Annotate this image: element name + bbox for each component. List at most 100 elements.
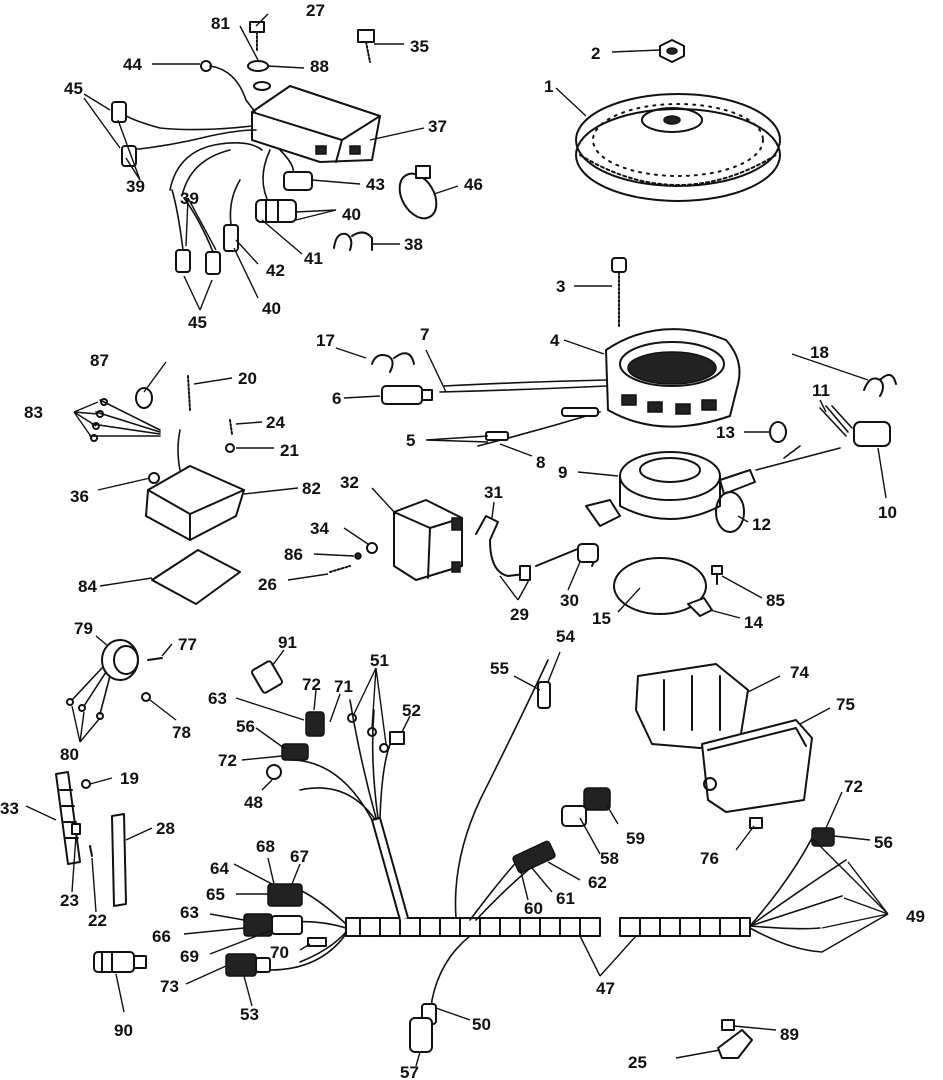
- callout-40-upper: 40: [342, 205, 361, 224]
- connector-59: [583, 787, 611, 811]
- sleeve-28: [111, 813, 127, 907]
- callout-3: 3: [556, 277, 565, 296]
- callout-22: 22: [88, 911, 107, 930]
- callout-7: 7: [420, 325, 429, 344]
- screw-35: [357, 29, 375, 63]
- callout-75: 75: [836, 695, 855, 714]
- callout-66: 66: [152, 927, 171, 946]
- callout-42: 42: [266, 261, 285, 280]
- callout-61: 61: [556, 889, 575, 908]
- callout-67: 67: [290, 847, 309, 866]
- washer-86: [354, 552, 362, 560]
- callout-88: 88: [310, 57, 329, 76]
- callout-56-left: 56: [236, 717, 255, 736]
- callout-39-left: 39: [126, 177, 145, 196]
- power-pack: [251, 85, 381, 163]
- callout-82: 82: [302, 479, 321, 498]
- gasket-84: [151, 549, 241, 605]
- callout-86: 86: [284, 545, 303, 564]
- callout-14: 14: [744, 613, 763, 632]
- callout-55: 55: [490, 659, 509, 678]
- clip-38: [333, 231, 373, 251]
- callout-45-bottom: 45: [188, 313, 207, 332]
- clamp-46: [398, 165, 438, 220]
- callout-43: 43: [366, 175, 385, 194]
- callout-13: 13: [716, 423, 735, 442]
- connector-57: [409, 1017, 433, 1053]
- callout-47: 47: [596, 979, 615, 998]
- callout-79: 79: [74, 619, 93, 638]
- clamp-25: [717, 1029, 753, 1059]
- boot-45a: [111, 101, 127, 123]
- connector-64: [267, 883, 303, 907]
- callout-40-lower: 40: [262, 299, 281, 318]
- callout-74: 74: [790, 663, 809, 682]
- callout-2: 2: [591, 44, 600, 63]
- clip-18: [863, 373, 897, 397]
- callout-19: 19: [120, 769, 139, 788]
- screw-77: [147, 657, 163, 661]
- callout-52: 52: [402, 701, 421, 720]
- clamp-87: [135, 387, 153, 409]
- connector-72-left: [281, 743, 309, 761]
- callout-27: 27: [306, 1, 325, 20]
- terminal-70: [307, 937, 327, 947]
- callout-15: 15: [592, 609, 611, 628]
- callout-63-upper: 63: [208, 689, 227, 708]
- screw-24: [229, 419, 233, 435]
- callout-72-right: 72: [844, 777, 863, 796]
- callout-29: 29: [510, 605, 529, 624]
- bracket-74: [635, 663, 749, 749]
- rectifier: [145, 465, 245, 541]
- callout-80: 80: [60, 745, 79, 764]
- callout-62: 62: [588, 873, 607, 892]
- callout-76: 76: [700, 849, 719, 868]
- connector-10: [853, 421, 891, 447]
- callout-46: 46: [464, 175, 483, 194]
- lead-44: [209, 65, 256, 113]
- screw-3: [611, 257, 627, 327]
- callout-44: 44: [123, 55, 142, 74]
- terminal-36: [148, 472, 160, 484]
- wire-harness: [269, 659, 847, 1021]
- callout-71: 71: [334, 677, 353, 696]
- connector-71: [305, 711, 325, 737]
- callout-54: 54: [556, 627, 575, 646]
- connector-73: [225, 953, 257, 977]
- callout-87: 87: [90, 351, 109, 370]
- callout-17: 17: [316, 331, 335, 350]
- callout-12: 12: [752, 515, 771, 534]
- connector-6: [381, 385, 423, 405]
- callout-36: 36: [70, 487, 89, 506]
- callout-65: 65: [206, 885, 225, 904]
- leads-80: [71, 667, 111, 715]
- screw-22: [89, 845, 93, 857]
- callout-57: 57: [400, 1063, 419, 1080]
- solenoid: [101, 639, 139, 681]
- lead-7: [439, 385, 607, 393]
- screw-78: [141, 692, 151, 702]
- callout-72-upper: 72: [302, 675, 321, 694]
- boot-45d: [205, 251, 221, 275]
- callout-37: 37: [428, 117, 447, 136]
- boot-45c: [175, 249, 191, 273]
- callout-48: 48: [244, 793, 263, 812]
- connector-43: [283, 171, 313, 191]
- screw-19: [81, 779, 91, 789]
- connector-69: [271, 915, 303, 935]
- callout-4: 4: [550, 331, 560, 350]
- callout-5: 5: [406, 431, 415, 450]
- callout-68: 68: [256, 837, 275, 856]
- callout-6: 6: [332, 389, 341, 408]
- washer-34: [366, 542, 378, 554]
- washer-81: [253, 81, 271, 91]
- callout-24: 24: [266, 413, 285, 432]
- callout-25: 25: [628, 1053, 647, 1072]
- callout-28: 28: [156, 819, 175, 838]
- connector-60: [512, 840, 556, 874]
- callout-70: 70: [270, 943, 289, 962]
- callout-63-lower: 63: [180, 903, 199, 922]
- screw-26: [329, 565, 351, 573]
